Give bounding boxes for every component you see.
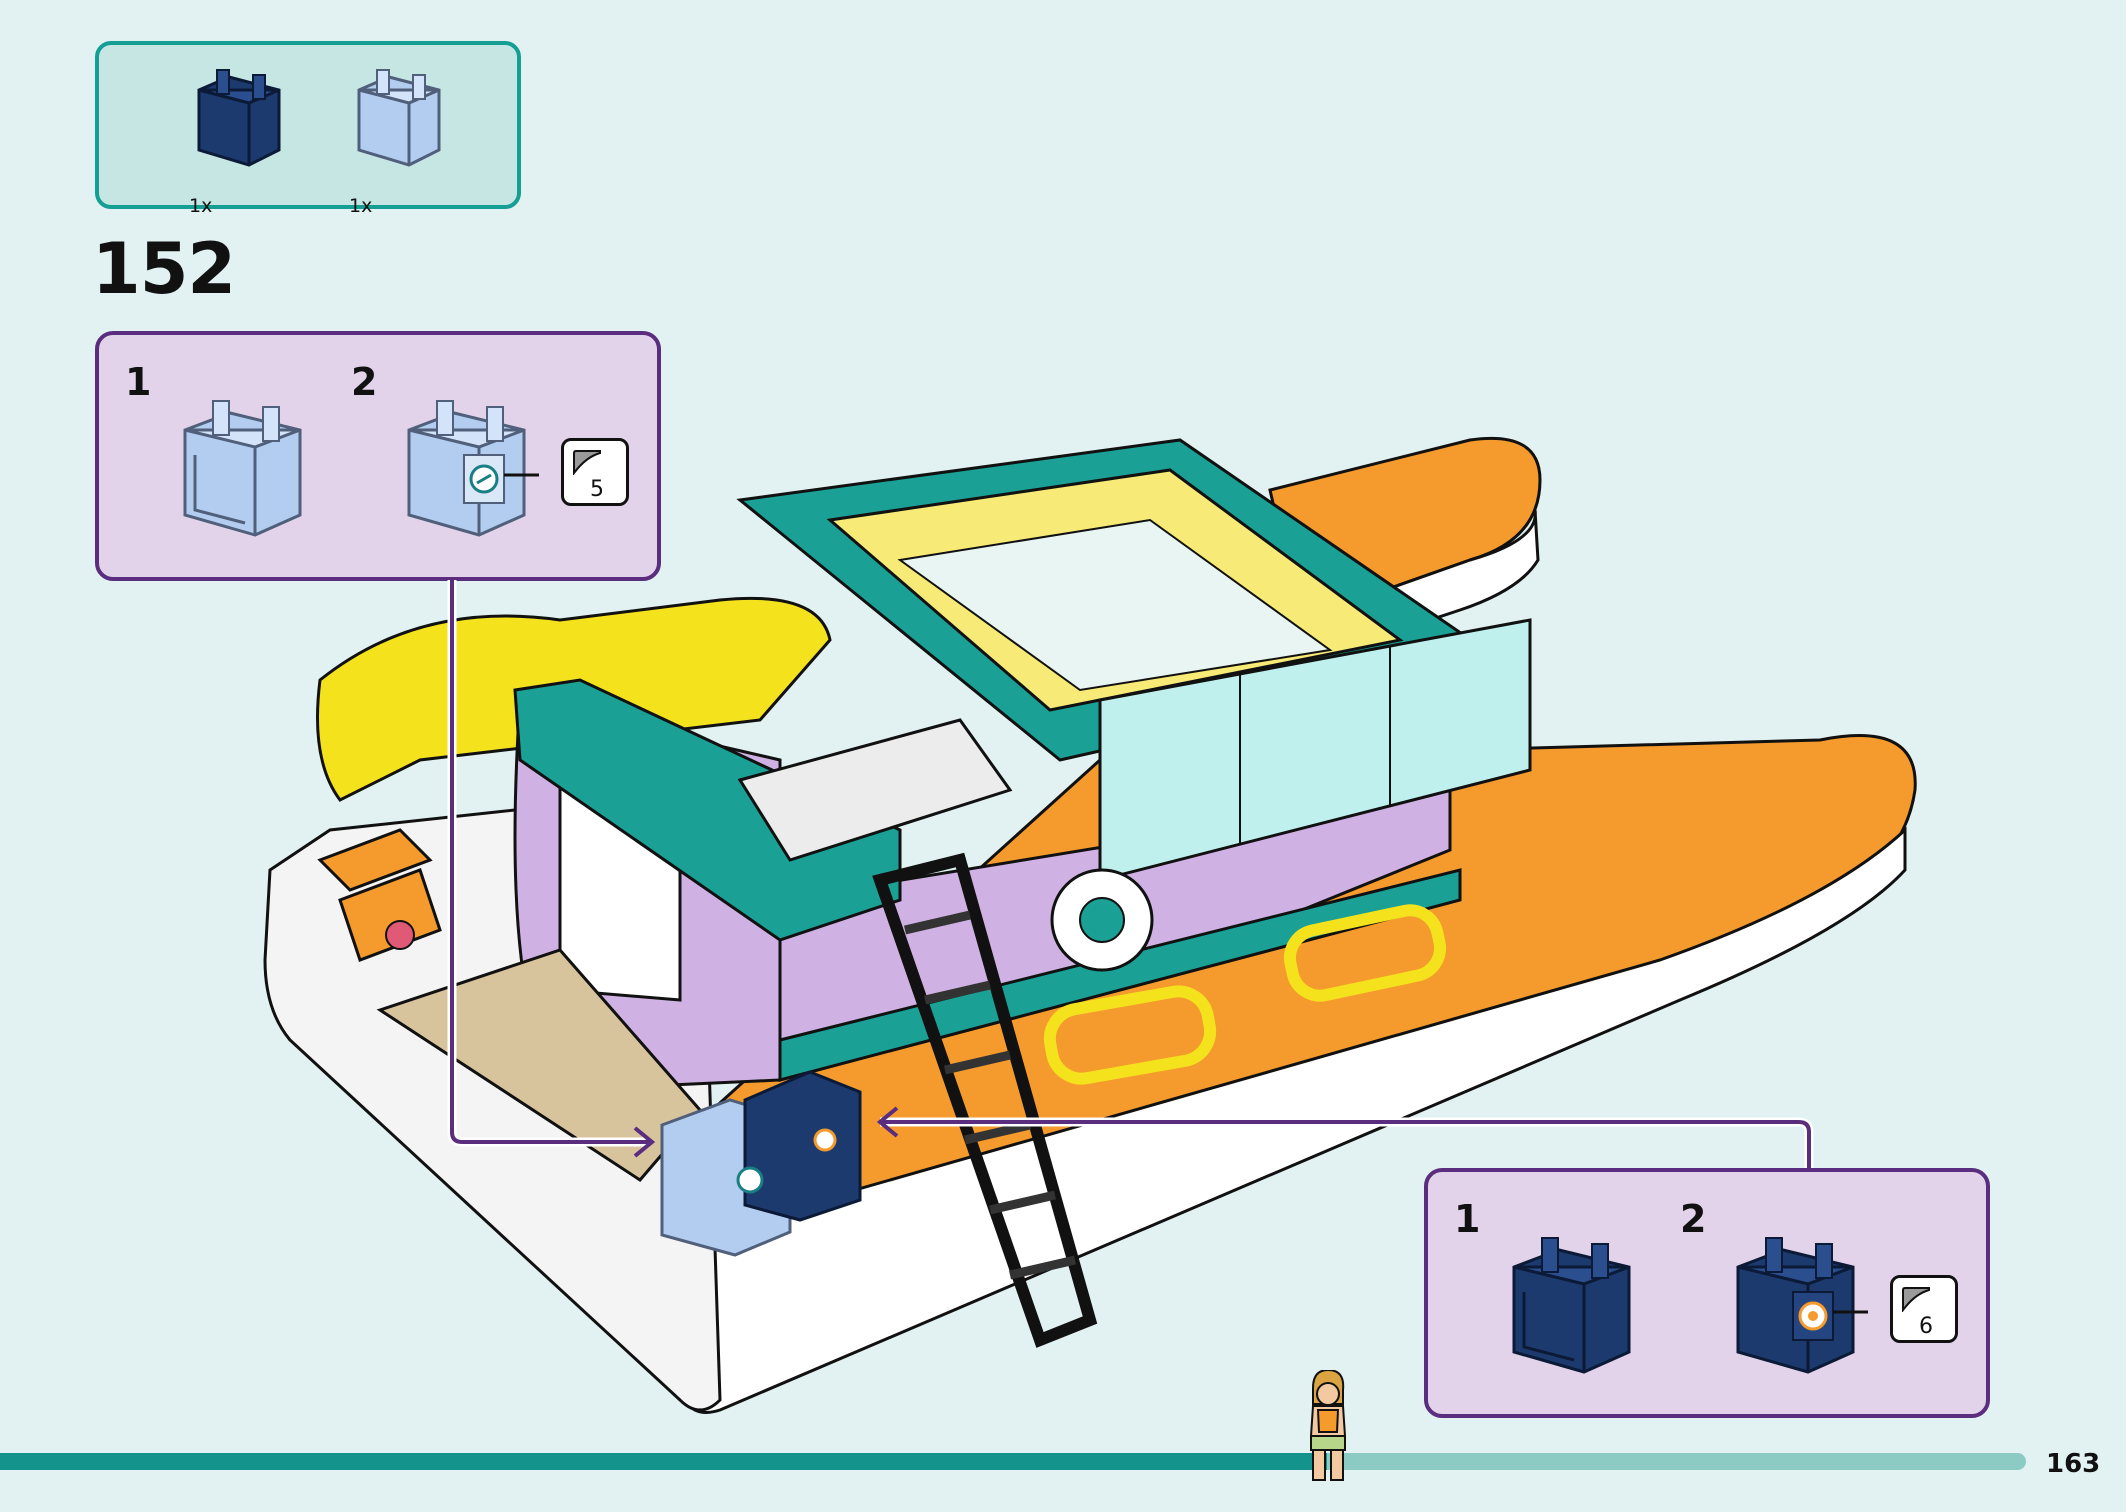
- substep-label: 2: [351, 360, 378, 404]
- parts-list-box: 1x 1x: [95, 41, 521, 217]
- dark-blue-container-icon: [197, 69, 281, 167]
- sticker-reference: 5: [561, 438, 629, 506]
- sticker-number: 6: [1919, 1314, 1933, 1339]
- substep-label: 1: [1454, 1197, 1481, 1241]
- sticker-reference: 6: [1890, 1275, 1958, 1343]
- substep-label: 2: [1680, 1197, 1707, 1241]
- light-blue-container-icon: [183, 400, 302, 537]
- sticker-number: 5: [590, 477, 604, 502]
- light-blue-container-with-sticker-icon: [407, 400, 539, 537]
- minifigure-progress-marker-icon: [1309, 1370, 1347, 1481]
- progress-fill: [0, 1453, 1328, 1470]
- step-number: 152: [92, 228, 236, 310]
- part-quantity: 1x: [349, 195, 373, 217]
- sticker-fold-icon: [1902, 1287, 1930, 1312]
- dark-blue-container-icon: [1512, 1237, 1631, 1374]
- substep-label: 1: [125, 360, 152, 404]
- substep-box-right: 1 2 6: [1424, 1168, 1990, 1418]
- substep-box-left: 1 2 5: [95, 331, 661, 581]
- dark-blue-container-with-sticker-icon: [1736, 1237, 1868, 1374]
- part-light-blue-container: 1x: [349, 65, 459, 217]
- light-blue-container-icon: [357, 69, 441, 167]
- progress-bar: [0, 1453, 2026, 1470]
- part-dark-blue-container: 1x: [189, 65, 299, 217]
- part-quantity: 1x: [189, 195, 213, 217]
- page-number: 163: [2046, 1449, 2101, 1479]
- sticker-fold-icon: [573, 450, 601, 475]
